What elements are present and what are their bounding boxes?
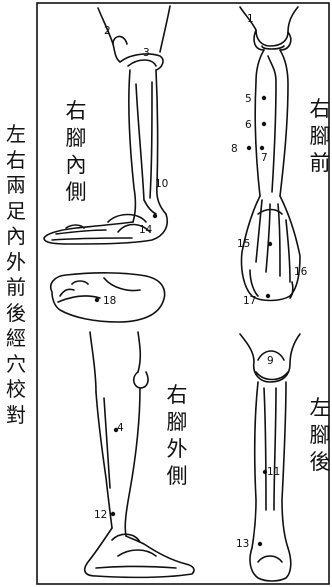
label-point-9: 9 [267,355,274,367]
point-18-dot [95,298,99,302]
acupoint-dots [95,96,272,546]
label-point-7: 7 [261,152,268,164]
label-point-18: 18 [103,295,116,307]
point-14-dot [153,214,157,218]
label-point-2: 2 [104,25,111,37]
label-point-5: 5 [245,93,252,105]
label-point-3: 3 [143,47,150,59]
frame [37,3,329,584]
point-15-dot [268,242,272,246]
outer-leg-drawing [85,332,194,577]
point-17-dot [266,294,270,298]
label-point-12: 12 [94,509,107,521]
point-8-dot [247,146,251,150]
label-point-4: 4 [117,422,124,434]
front-leg-drawing [240,7,300,301]
point-12-dot [111,512,115,516]
label-point-1: 1 [247,13,254,25]
point-6-dot [262,122,266,126]
point-5-dot [262,96,266,100]
label-point-11: 11 [267,466,280,478]
label-point-16: 16 [294,266,308,278]
label-point-17: 17 [243,295,256,307]
label-point-6: 6 [245,119,252,131]
label-point-13: 13 [236,538,249,550]
point-7-dot [260,146,264,150]
label-point-10: 10 [155,178,168,190]
point-13-dot [258,542,262,546]
inner-leg-drawing [44,6,170,244]
label-point-15: 15 [237,238,250,250]
label-point-14: 14 [139,224,153,236]
label-point-8: 8 [231,143,238,155]
